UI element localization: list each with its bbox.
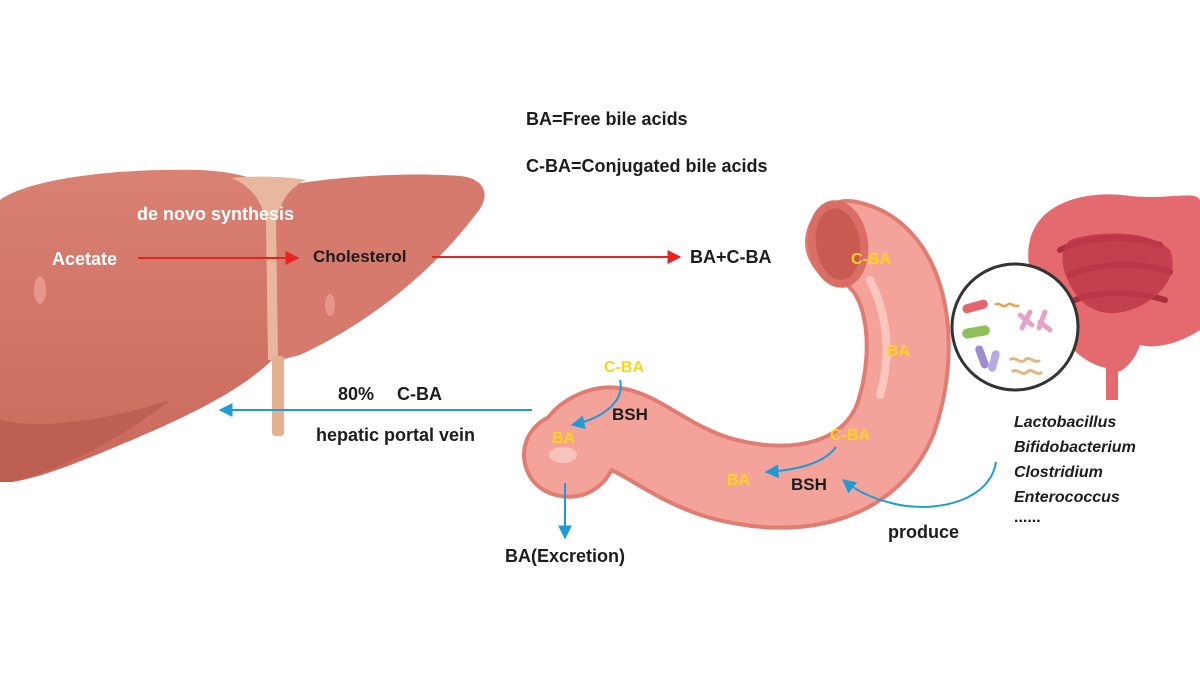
intestine-highlight	[866, 276, 891, 399]
microbe-rod-purple	[975, 345, 989, 369]
species-bifidobacterium: Bifidobacterium	[1014, 439, 1136, 456]
intestine-ba-lower: BA	[727, 472, 751, 489]
de-novo-synthesis-label: de novo synthesis	[137, 204, 295, 224]
microbe-rod-purple-2	[988, 350, 1000, 372]
acetate-label: Acetate	[52, 249, 118, 269]
microbe-spiral-orange	[994, 302, 1020, 308]
intestine-tube	[526, 203, 947, 526]
species-ellipsis: ......	[1014, 509, 1041, 526]
liver-right-lobe	[0, 169, 272, 482]
cholesterol-label: Cholesterol	[313, 247, 407, 266]
intestine-cba-left: C-BA	[604, 359, 644, 376]
legend-cba: C-BA=Conjugated bile acids	[526, 156, 768, 176]
portal-vein-label: hepatic portal vein	[316, 425, 476, 445]
legend-ba: BA=Free bile acids	[526, 109, 688, 129]
arrow-bsh-conversion-lower	[764, 446, 837, 479]
species-lactobacillus: Lactobacillus	[1014, 414, 1117, 431]
microbe-rod-green	[962, 325, 990, 339]
produce-label: produce	[888, 522, 960, 542]
excretion-label: BA(Excretion)	[505, 546, 626, 566]
intestine-ba-right: BA	[887, 343, 911, 360]
liver-highlight-2	[325, 294, 335, 316]
arrow-produce	[841, 461, 997, 508]
intestine-illustration	[522, 199, 951, 530]
liver-shadow	[0, 400, 170, 482]
ba-plus-cba-label: BA+C-BA	[690, 247, 772, 267]
microbe-rod-red	[962, 299, 988, 314]
intestine-opening-inner	[815, 208, 861, 280]
intestine-cba-top: C-BA	[851, 251, 891, 268]
species-enterococcus: Enterococcus	[1014, 489, 1120, 506]
liver-illustration	[0, 169, 485, 482]
species-clostridium: Clostridium	[1014, 464, 1103, 481]
microbe-spiral-tan	[1008, 357, 1044, 375]
hepatic-duct	[272, 356, 284, 436]
return-cba-label: C-BA	[397, 384, 442, 404]
colon-illustration	[1028, 194, 1200, 400]
intestine-ba-left: BA	[552, 430, 576, 447]
liver-left-lobe	[272, 174, 485, 362]
arrow-bsh-conversion-left	[570, 379, 622, 430]
microbe-cluster-pink	[1017, 309, 1053, 333]
intestine-cba-lower: C-BA	[830, 427, 870, 444]
liver-highlight-1	[34, 276, 46, 304]
small-intestine-loops	[1062, 233, 1173, 314]
bsh-left-label: BSH	[612, 405, 648, 424]
bsh-lower-label: BSH	[791, 475, 827, 494]
microbe-magnifier	[950, 262, 1080, 392]
return-percent-label: 80%	[338, 384, 375, 404]
falciform-ligament	[232, 176, 306, 360]
bacteria-species-list: Lactobacillus Bifidobacterium Clostridiu…	[1014, 410, 1136, 526]
intestine-end	[549, 447, 577, 463]
